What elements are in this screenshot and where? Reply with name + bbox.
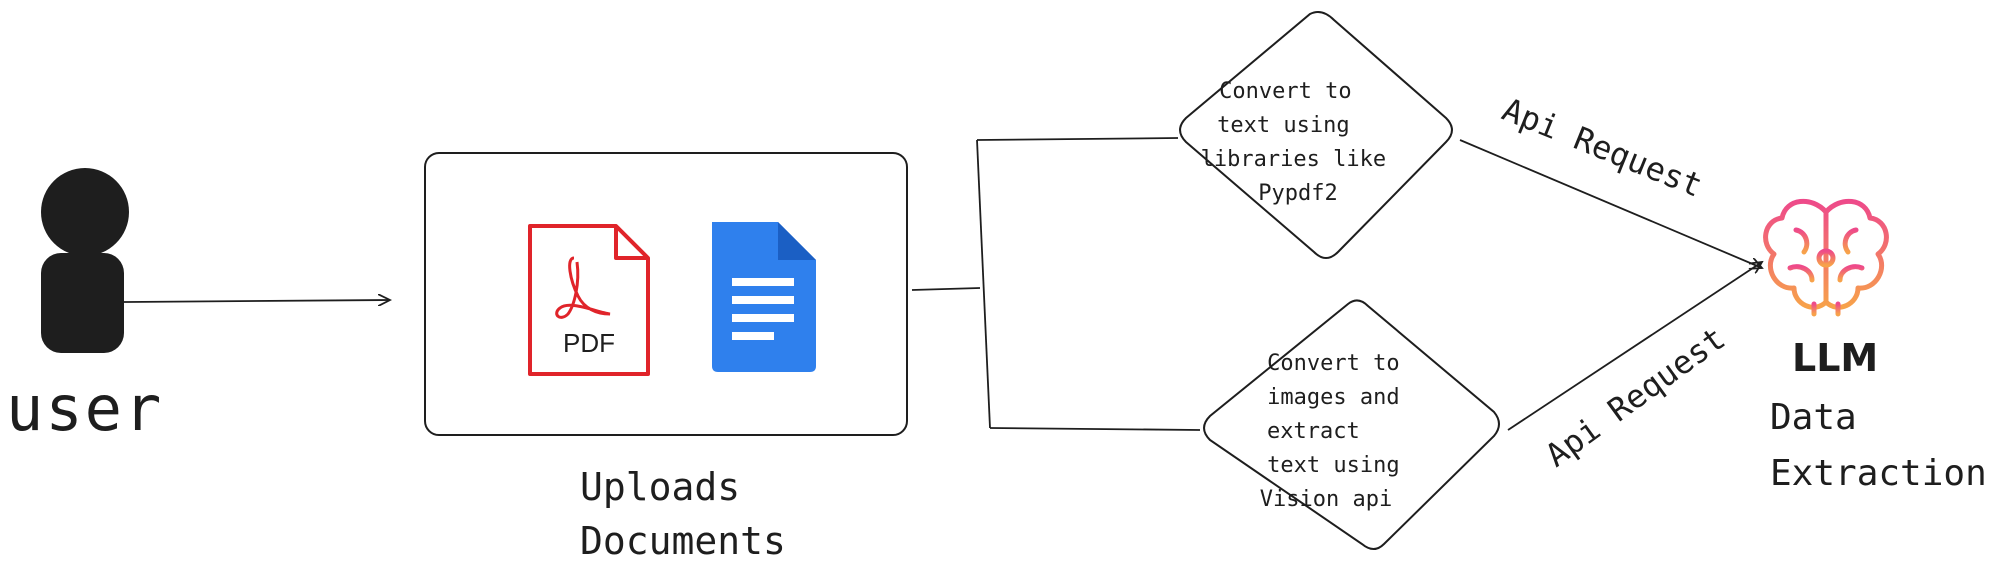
decision-top-text: Convert to text using libraries like Pyp… xyxy=(1201,79,1400,206)
decision-bottom-diamond xyxy=(1203,299,1500,550)
llm-subtitle-line: Extraction xyxy=(1770,453,1987,494)
decision-top-line: libraries like xyxy=(1201,147,1386,172)
upload-label: Uploads Documents xyxy=(580,460,786,568)
llm-title: LLM xyxy=(1792,336,1879,380)
top-api-arrow xyxy=(1459,139,1762,268)
pdf-icon: PDF xyxy=(528,224,650,376)
bottom-api-label: Api Request xyxy=(1538,319,1732,474)
brain-icon xyxy=(1763,198,1889,317)
llm-subtitle-line: Data xyxy=(1770,397,1857,438)
decision-bottom-text: Convert to images and extract text using… xyxy=(1260,351,1413,512)
user-label: user xyxy=(6,372,164,445)
decision-bottom-line: images and xyxy=(1267,385,1399,410)
decision-bottom-line: text using xyxy=(1267,453,1399,478)
user-to-upload-arrow xyxy=(123,300,390,302)
upload-box xyxy=(424,152,908,436)
user-icon xyxy=(41,168,129,353)
llm-subtitle: Data Extraction xyxy=(1770,390,1987,502)
pdf-label: PDF xyxy=(563,328,615,358)
branch-connector xyxy=(911,137,1201,431)
decision-bottom-line: extract xyxy=(1267,419,1360,444)
upload-label-line: Documents xyxy=(580,519,786,563)
upload-label-line: Uploads xyxy=(580,465,741,509)
top-api-label: Api Request xyxy=(1497,90,1708,205)
docs-icon xyxy=(712,222,816,372)
decision-top-diamond xyxy=(1179,11,1453,259)
decision-bottom-line: Convert to xyxy=(1267,351,1399,376)
bottom-api-arrow xyxy=(1507,262,1762,431)
decision-top-line: text using xyxy=(1217,113,1349,138)
decision-top-line: Pypdf2 xyxy=(1258,181,1337,206)
decision-bottom-line: Vision api xyxy=(1260,487,1392,512)
decision-top-line: Convert to xyxy=(1219,79,1351,104)
